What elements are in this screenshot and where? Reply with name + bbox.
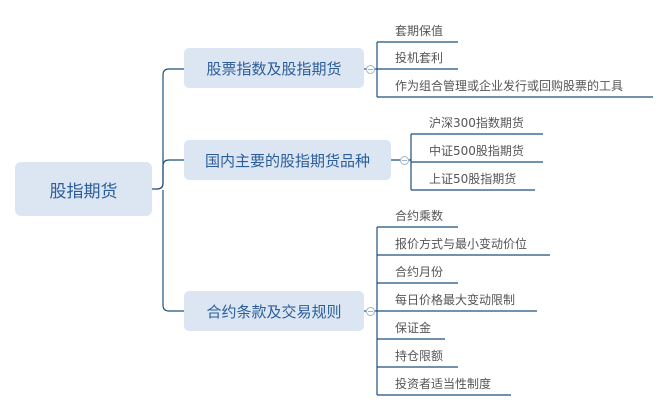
root-node[interactable]: 股指期货 bbox=[15, 162, 152, 216]
branch-node-domestic-varieties[interactable]: 国内主要的股指期货品种 bbox=[184, 140, 391, 180]
leaf-node[interactable]: 投机套利 bbox=[395, 51, 444, 65]
leaf-node[interactable]: 报价方式与最小变动价位 bbox=[395, 237, 528, 251]
leaf-node[interactable]: 合约月份 bbox=[395, 265, 444, 279]
branch-node-stock-index[interactable]: 股票指数及股指期货 bbox=[184, 48, 364, 88]
leaf-node[interactable]: 持仓限额 bbox=[395, 349, 444, 363]
leaf-node[interactable]: 合约乘数 bbox=[395, 209, 444, 223]
root-label: 股指期货 bbox=[49, 181, 118, 202]
collapse-toggle-icon[interactable] bbox=[400, 156, 409, 165]
branch-label: 合约条款及交易规则 bbox=[206, 302, 342, 321]
leaf-node[interactable]: 上证50股指期货 bbox=[429, 172, 517, 186]
collapse-toggle-icon[interactable] bbox=[366, 307, 375, 316]
leaf-node[interactable]: 作为组合管理或企业发行或回购股票的工具 bbox=[395, 79, 624, 93]
leaf-node[interactable]: 沪深300指数期货 bbox=[429, 116, 524, 130]
leaf-node[interactable]: 每日价格最大变动限制 bbox=[395, 293, 516, 307]
collapse-toggle-icon[interactable] bbox=[366, 65, 375, 74]
branch-node-contract-rules[interactable]: 合约条款及交易规则 bbox=[184, 291, 364, 331]
leaf-node[interactable]: 保证金 bbox=[395, 321, 432, 335]
branch-label: 股票指数及股指期货 bbox=[206, 59, 342, 78]
leaf-node[interactable]: 中证500股指期货 bbox=[429, 144, 524, 158]
leaf-node[interactable]: 投资者适当性制度 bbox=[395, 377, 492, 391]
leaf-node[interactable]: 套期保值 bbox=[395, 24, 444, 38]
branch-label: 国内主要的股指期货品种 bbox=[204, 151, 370, 170]
